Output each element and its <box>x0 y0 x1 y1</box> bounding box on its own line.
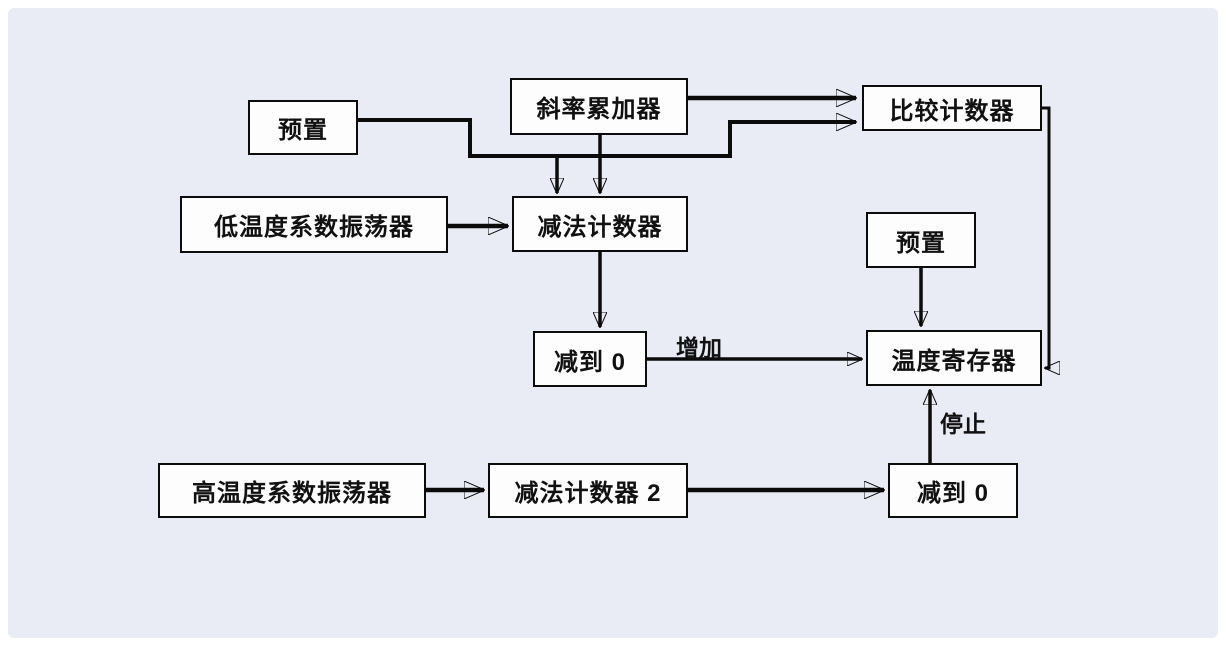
arrow-compare-counter-to-temperature-register <box>1040 106 1049 368</box>
edge-label-stop: 停止 <box>940 411 986 437</box>
node-subtract-counter-1: 减法计数器 <box>512 196 688 252</box>
node-decrement-to-zero-2: 减到 0 <box>888 463 1018 518</box>
edge-label-increase: 增加 <box>676 335 722 361</box>
node-decrement-to-zero-1: 减到 0 <box>533 331 647 387</box>
node-low-temp-oscillator: 低温度系数振荡器 <box>180 196 448 253</box>
node-preset-1: 预置 <box>248 100 358 155</box>
node-high-temp-oscillator: 高温度系数振荡器 <box>158 463 426 518</box>
node-subtract-counter-2: 减法计数器 2 <box>488 463 688 518</box>
node-temperature-register: 温度寄存器 <box>866 330 1042 386</box>
node-compare-counter: 比较计数器 <box>862 85 1042 131</box>
node-preset-2: 预置 <box>866 212 976 268</box>
node-slope-accumulator: 斜率累加器 <box>510 78 688 135</box>
